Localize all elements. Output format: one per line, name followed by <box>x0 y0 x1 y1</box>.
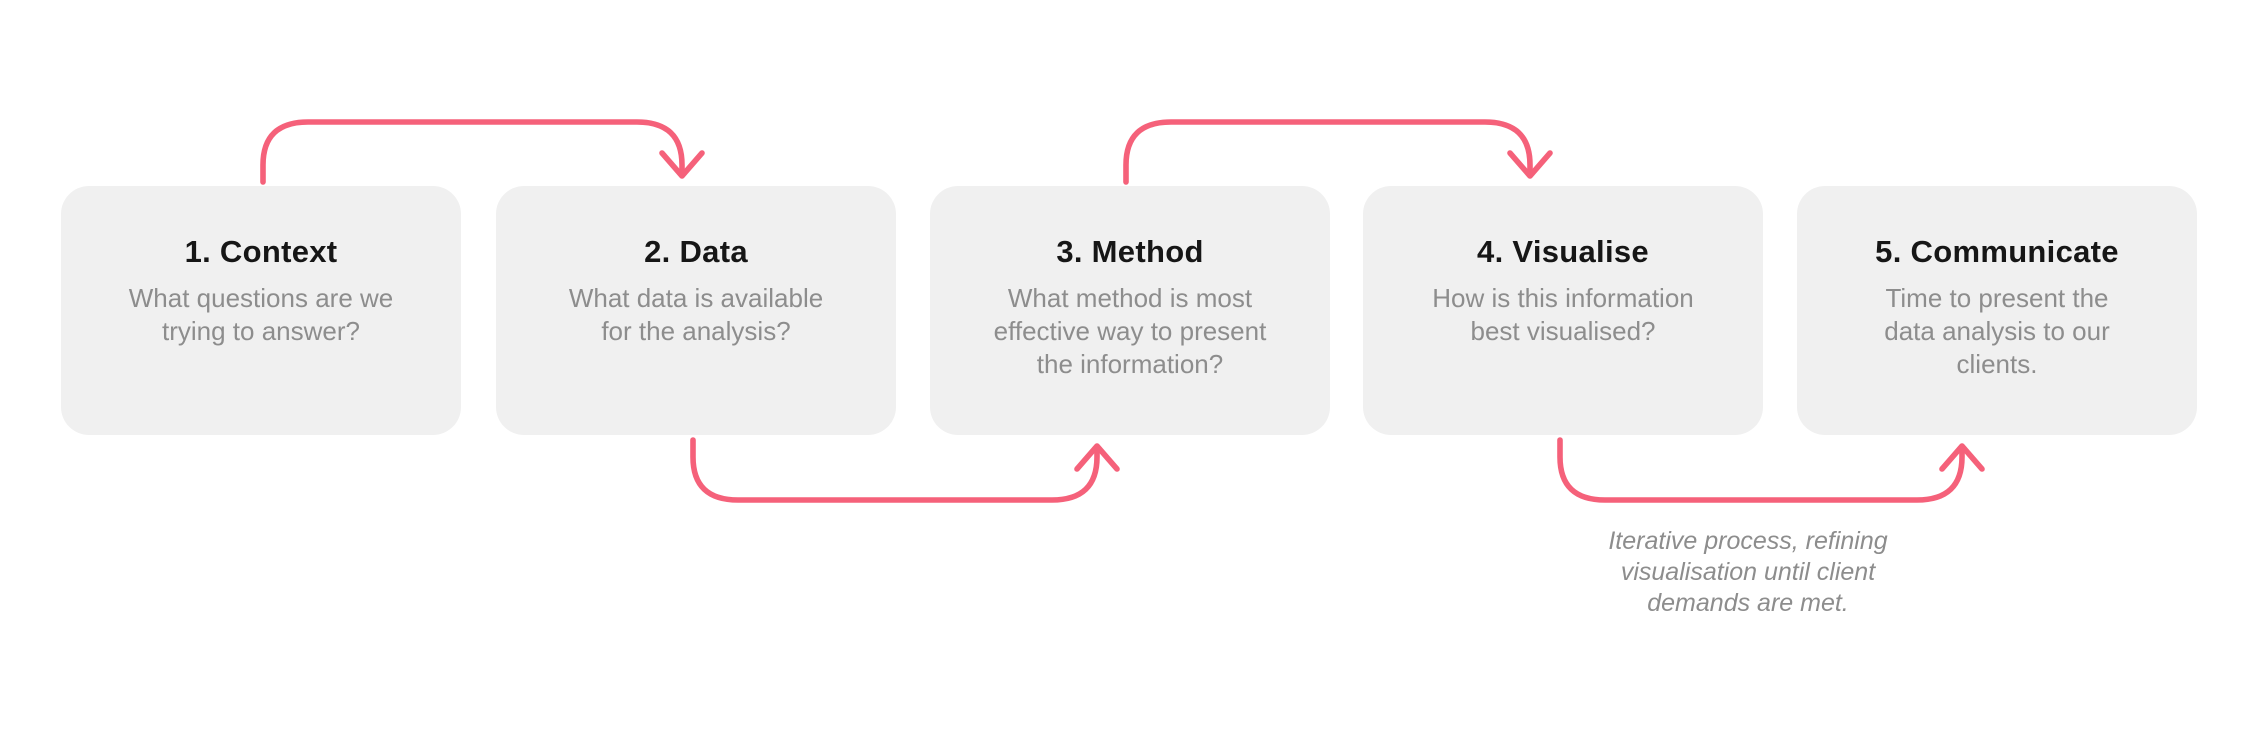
arrow-visualise-to-communicate <box>1557 437 1985 503</box>
arrow-method-to-visualise <box>1123 119 1553 185</box>
step-description: What questions are we trying to answer? <box>128 283 394 346</box>
step-title: 5. Communicate <box>1875 234 2119 269</box>
step-description: How is this information best visualised? <box>1432 283 1694 346</box>
step-box-method: 3. Method What method is most effective … <box>930 186 1330 435</box>
step-box-visualise: 4. Visualise How is this information bes… <box>1363 186 1763 435</box>
arrowhead-up-icon <box>1074 443 1120 472</box>
step-description: What method is most effective way to pre… <box>993 283 1267 379</box>
step-description: What data is available for the analysis? <box>568 283 824 346</box>
arrow-data-to-method <box>690 437 1120 503</box>
arrowhead-up-icon <box>1939 443 1985 472</box>
arrowhead-down-icon <box>1507 150 1553 179</box>
step-title: 1. Context <box>184 234 338 269</box>
step-box-data: 2. Data What data is available for the a… <box>496 186 896 435</box>
step-description: Time to present the data analysis to our… <box>1884 283 2110 379</box>
step-title: 2. Data <box>644 234 748 269</box>
iteration-note: Iterative process, refining visualisatio… <box>1608 527 1888 617</box>
arrowhead-down-icon <box>659 150 705 179</box>
step-box-context: 1. Context What questions are we trying … <box>61 186 461 435</box>
step-title: 3. Method <box>1056 234 1204 269</box>
arrow-context-to-data <box>260 119 705 185</box>
step-title: 4. Visualise <box>1477 234 1649 269</box>
step-box-communicate: 5. Communicate Time to present the data … <box>1797 186 2197 435</box>
